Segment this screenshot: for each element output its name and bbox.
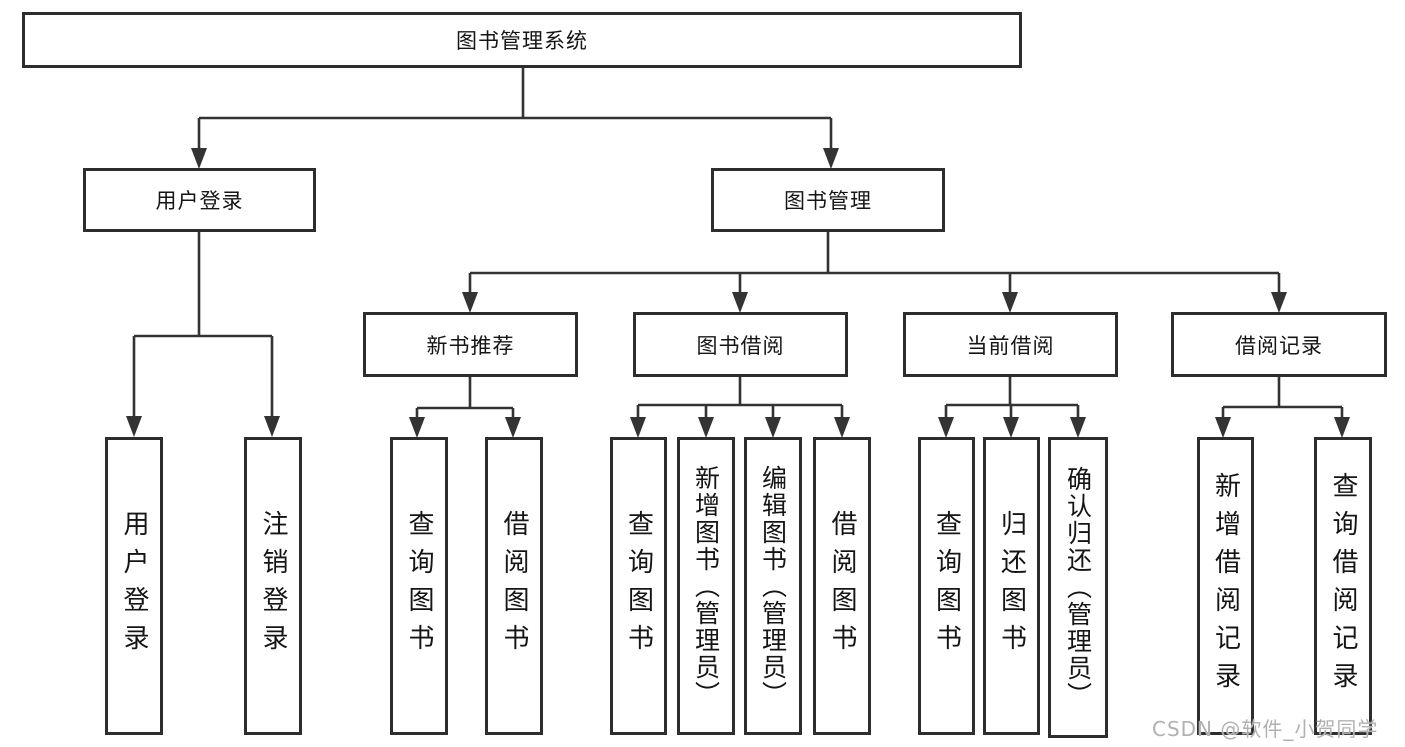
arrowheads [126,148,1350,438]
node-leaf-confirm-return-admin: 确认归还（管理员） [1048,437,1108,738]
node-current-borrowing: 当前借阅 [903,312,1118,377]
node-leaf-user-login: 用户登录 [105,437,163,735]
node-new-book-recommend: 新书推荐 [363,312,578,377]
node-leaf-add-borrow-record: 新增借阅记录 [1197,437,1254,735]
node-label: 查询图书 [404,510,434,662]
node-label: 借阅图书 [499,510,529,662]
node-leaf-query-books-1: 查询图书 [390,437,448,735]
node-label: 确认归还（管理员） [1063,466,1093,709]
node-label: 新增借阅记录 [1210,472,1241,700]
node-label: 用户登录 [119,510,149,662]
node-label: 图书管理 [784,189,872,213]
node-book-management: 图书管理 [711,168,945,232]
node-leaf-return-books: 归还图书 [983,437,1040,735]
node-leaf-query-borrow-record: 查询借阅记录 [1314,437,1372,735]
node-leaf-edit-books-admin: 编辑图书（管理员） [744,437,802,735]
branch-lines [132,68,1344,424]
node-label: 新增图书（管理员） [691,464,721,708]
node-label: 查询借阅记录 [1328,472,1358,700]
node-label: 查询图书 [623,510,654,662]
node-leaf-add-books-admin: 新增图书（管理员） [677,437,735,735]
node-label: 编辑图书（管理员） [758,464,788,708]
csdn-watermark: CSDN @软件_小贺同学 [1152,717,1379,741]
node-label: 借阅记录 [1235,333,1323,358]
node-book-borrowing: 图书借阅 [633,312,848,377]
node-borrowing-records: 借阅记录 [1171,312,1387,377]
node-leaf-borrow-books-2: 借阅图书 [813,437,871,735]
node-label: 借阅图书 [827,510,857,662]
node-user-login: 用户登录 [83,168,316,232]
node-label: 图书借阅 [696,333,785,358]
node-label: 查询图书 [931,510,962,662]
node-label: 新书推荐 [426,333,515,358]
node-leaf-query-books-3: 查询图书 [918,437,975,735]
node-leaf-logout: 注销登录 [244,437,302,735]
node-label: 当前借阅 [966,333,1055,358]
node-label: 用户登录 [155,189,244,213]
node-root-system: 图书管理系统 [22,12,1022,68]
node-leaf-borrow-books-1: 借阅图书 [485,437,543,735]
node-leaf-query-books-2: 查询图书 [610,437,667,735]
node-label: 注销登录 [258,510,288,662]
node-label: 归还图书 [996,510,1027,662]
node-label: 图书管理系统 [456,29,588,53]
